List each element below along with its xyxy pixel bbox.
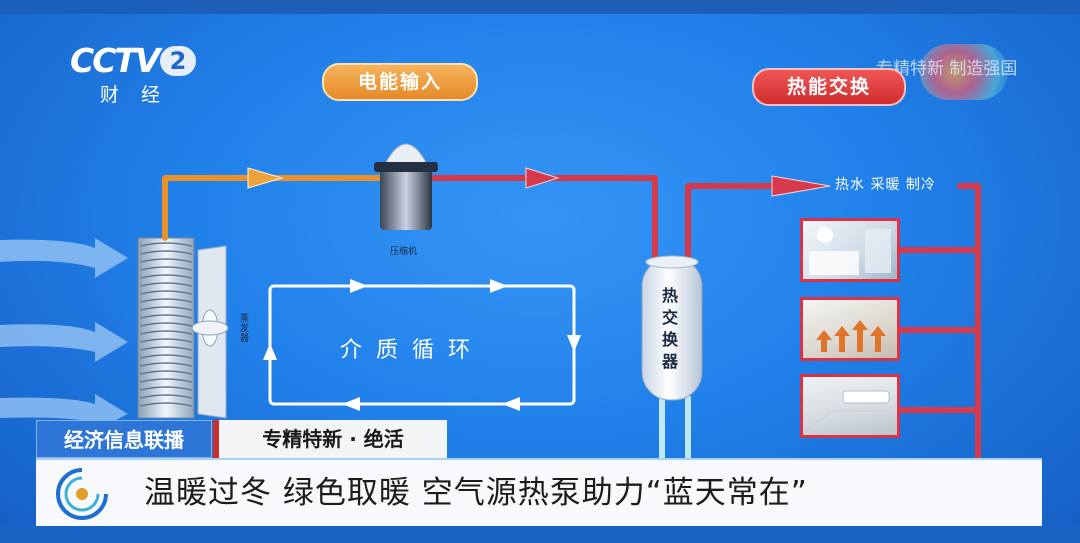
headline-bar: 温暖过冬 绿色取暖 空气源热泵助力“蓝天常在” — [36, 458, 1042, 526]
airflow-arrows — [0, 238, 128, 430]
photo-cooling — [800, 374, 900, 438]
cctv2-logo: CCTV 2 财 经 — [70, 41, 196, 106]
pipe-exchanger-to-output — [685, 183, 803, 261]
program-emblem-icon — [56, 468, 108, 520]
evaporator-coil — [137, 237, 229, 419]
flow-arrows — [247, 167, 831, 197]
compressor-icon — [374, 143, 438, 230]
bottom-band — [0, 526, 1080, 543]
fan-icon — [191, 309, 229, 347]
logo-text: CCTV — [70, 41, 160, 80]
compressor-label: 压缩机 — [390, 247, 418, 257]
pipe-compressor-to-exchanger — [429, 175, 658, 261]
power-input-label: 电能输入 — [322, 63, 478, 101]
evaporator-label: 蒸发器 — [240, 314, 250, 344]
channel-name: 财 经 — [100, 84, 169, 106]
photo-heating — [800, 297, 900, 361]
heat-exchanger-tank — [641, 255, 703, 401]
segment-tag: 专精特新 · 绝活 — [213, 420, 447, 458]
watermark-emblem-icon — [920, 44, 1008, 100]
air-conditioner-icon — [806, 390, 893, 430]
loop-label: 介质循环 — [340, 338, 485, 363]
photo-hot-water — [800, 218, 900, 282]
channel-number: 2 — [160, 46, 196, 76]
headline-text: 温暖过冬 绿色取暖 空气源热泵助力“蓝天常在” — [144, 475, 808, 511]
bathroom-icon — [809, 227, 891, 275]
heating-arrows-icon — [816, 320, 886, 352]
pipe-evaporator-to-compressor — [162, 175, 383, 241]
output-label: 热水 采暖 制冷 — [835, 177, 936, 193]
watermark-text: 专精特新 制造强国 — [876, 59, 1018, 79]
pipe-output-main — [957, 183, 981, 461]
top-band — [0, 0, 1080, 14]
program-tag: 经济信息联播 — [36, 420, 212, 458]
exchanger-label: 热交换器 — [661, 286, 678, 371]
heat-exchange-label: 热能交换 — [752, 68, 906, 106]
